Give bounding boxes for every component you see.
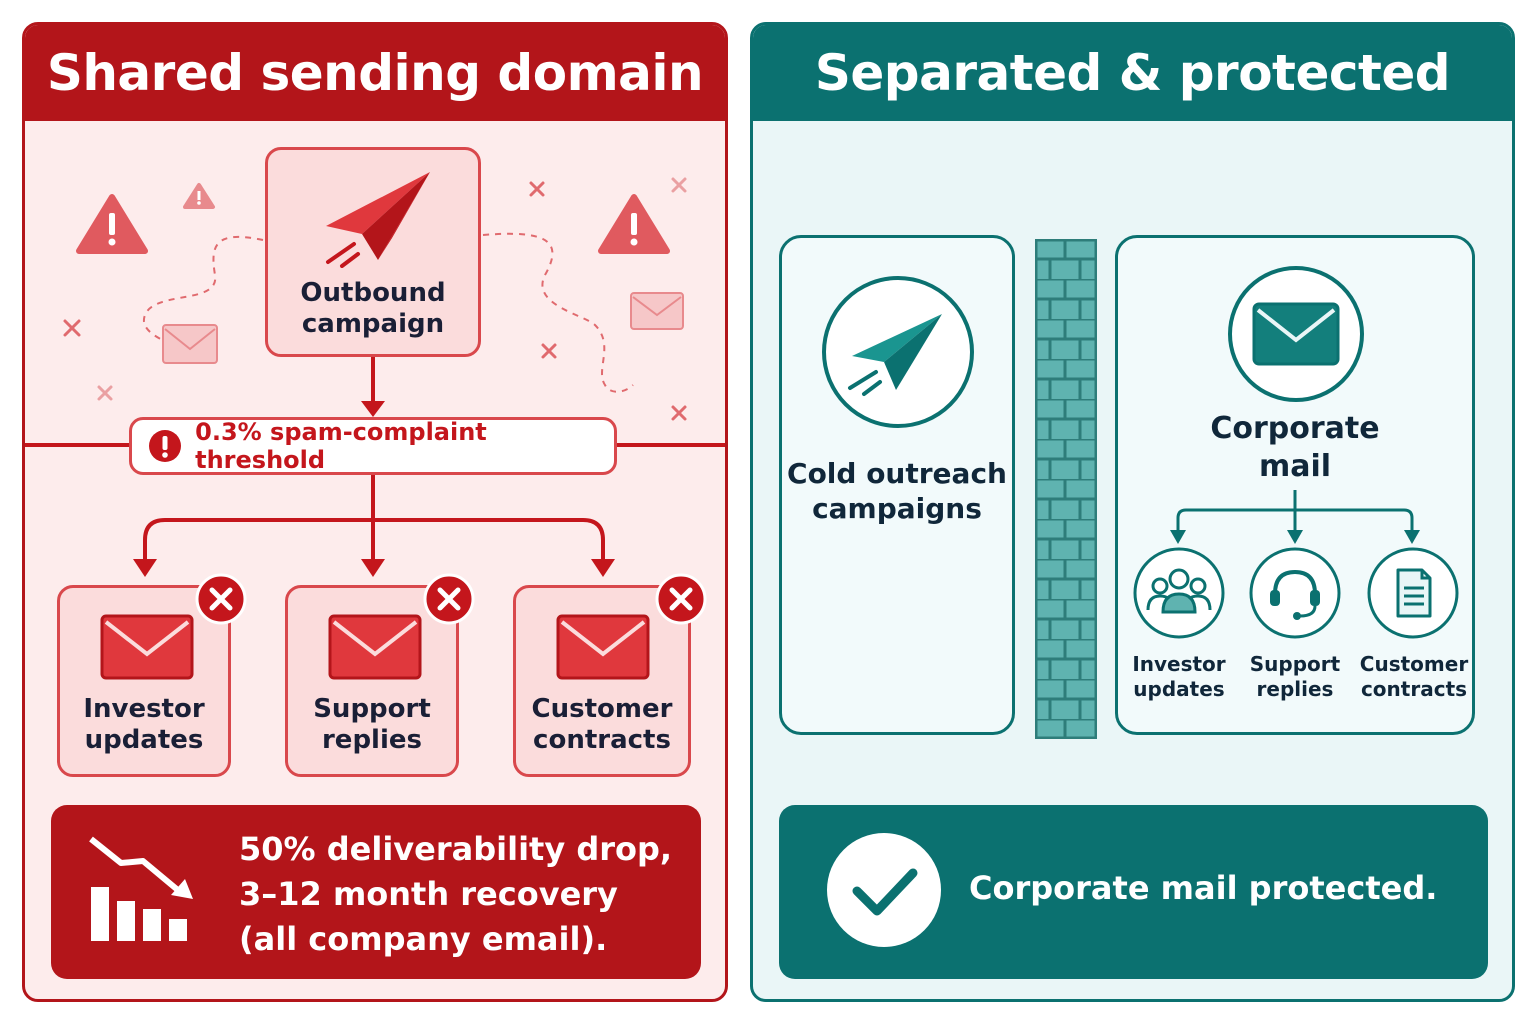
target-label: Investor bbox=[83, 694, 205, 724]
checkmark-icon bbox=[827, 833, 941, 947]
result-banner: Corporate mail protected. bbox=[779, 805, 1488, 979]
impact-line-3: (all company email). bbox=[239, 920, 608, 958]
scatter-path-left bbox=[142, 235, 264, 356]
threshold-badge: 0.3% spam-complaint threshold bbox=[129, 417, 617, 475]
target-label: Customer bbox=[531, 694, 673, 724]
shared-domain-panel: Shared sending domain bbox=[22, 22, 728, 1002]
target-box-contracts: Customer contracts bbox=[513, 585, 691, 777]
corporate-mail-box: Corporate mail bbox=[1115, 235, 1475, 735]
x-mark-icon bbox=[671, 405, 687, 421]
corporate-tree-connectors bbox=[1170, 490, 1420, 544]
blocked-x-icon bbox=[655, 573, 707, 625]
paper-plane-icon bbox=[326, 172, 430, 268]
corporate-label: Corporate bbox=[1210, 411, 1380, 446]
cold-outreach-label: Cold outreach bbox=[787, 457, 1007, 490]
child-label: Customer bbox=[1359, 652, 1469, 676]
blocked-x-icon bbox=[195, 573, 247, 625]
child-label: Support bbox=[1249, 652, 1341, 676]
brick-wall-icon bbox=[1035, 239, 1097, 739]
threshold-text: 0.3% spam-complaint threshold bbox=[195, 418, 487, 474]
cold-outreach-box: Cold outreach campaigns bbox=[779, 235, 1015, 735]
envelope-icon bbox=[100, 614, 194, 680]
campaign-label: Outbound bbox=[300, 278, 446, 308]
child-label-2: contracts bbox=[1360, 677, 1468, 701]
impact-line-2: 3–12 month recovery bbox=[239, 875, 618, 913]
corporate-label-2: mail bbox=[1258, 448, 1332, 484]
alert-icon bbox=[149, 430, 181, 462]
warning-icon bbox=[183, 183, 215, 209]
impact-banner: 50% deliverability drop, 3–12 month reco… bbox=[51, 805, 701, 979]
scatter-path-right bbox=[482, 232, 634, 393]
document-icon bbox=[1367, 547, 1459, 639]
panel-title-shared: Shared sending domain bbox=[25, 25, 725, 121]
separated-panel: Separated & protected Cold outreach camp… bbox=[750, 22, 1515, 1002]
child-label-2: replies bbox=[1256, 677, 1334, 701]
panel-title-separated: Separated & protected bbox=[753, 25, 1512, 121]
child-label-2: updates bbox=[1133, 677, 1225, 701]
target-label-2: contracts bbox=[533, 725, 671, 756]
envelope-icon bbox=[556, 614, 650, 680]
cold-outreach-label-2: campaigns bbox=[812, 492, 982, 525]
campaign-label-2: campaign bbox=[301, 309, 445, 340]
target-label-2: replies bbox=[321, 725, 422, 756]
x-mark-icon bbox=[529, 181, 545, 197]
shared-domain-diagram bbox=[25, 177, 725, 577]
target-box-investor: Investor updates bbox=[57, 585, 231, 777]
child-label: Investor bbox=[1132, 652, 1226, 676]
x-mark-icon bbox=[671, 177, 687, 193]
declining-chart-icon bbox=[89, 836, 193, 941]
result-text: Corporate mail protected. bbox=[969, 869, 1438, 907]
envelope-icon bbox=[328, 614, 422, 680]
headset-icon bbox=[1249, 547, 1341, 639]
warning-icon bbox=[76, 194, 148, 254]
warning-icon bbox=[598, 194, 670, 254]
envelope-icon bbox=[162, 324, 218, 364]
blocked-x-icon bbox=[423, 573, 475, 625]
target-label-2: updates bbox=[84, 725, 204, 756]
target-box-support: Support replies bbox=[285, 585, 459, 777]
outbound-campaign-box: Outbound campaign bbox=[265, 147, 481, 357]
impact-line-1: 50% deliverability drop, bbox=[239, 830, 673, 868]
x-mark-icon bbox=[541, 343, 557, 359]
x-mark-icon bbox=[97, 385, 113, 401]
people-icon bbox=[1133, 547, 1225, 639]
envelope-icon bbox=[630, 292, 684, 330]
envelope-icon bbox=[1228, 266, 1364, 402]
paper-plane-icon bbox=[822, 276, 974, 428]
x-mark-icon bbox=[63, 319, 81, 337]
target-label: Support bbox=[313, 694, 431, 724]
